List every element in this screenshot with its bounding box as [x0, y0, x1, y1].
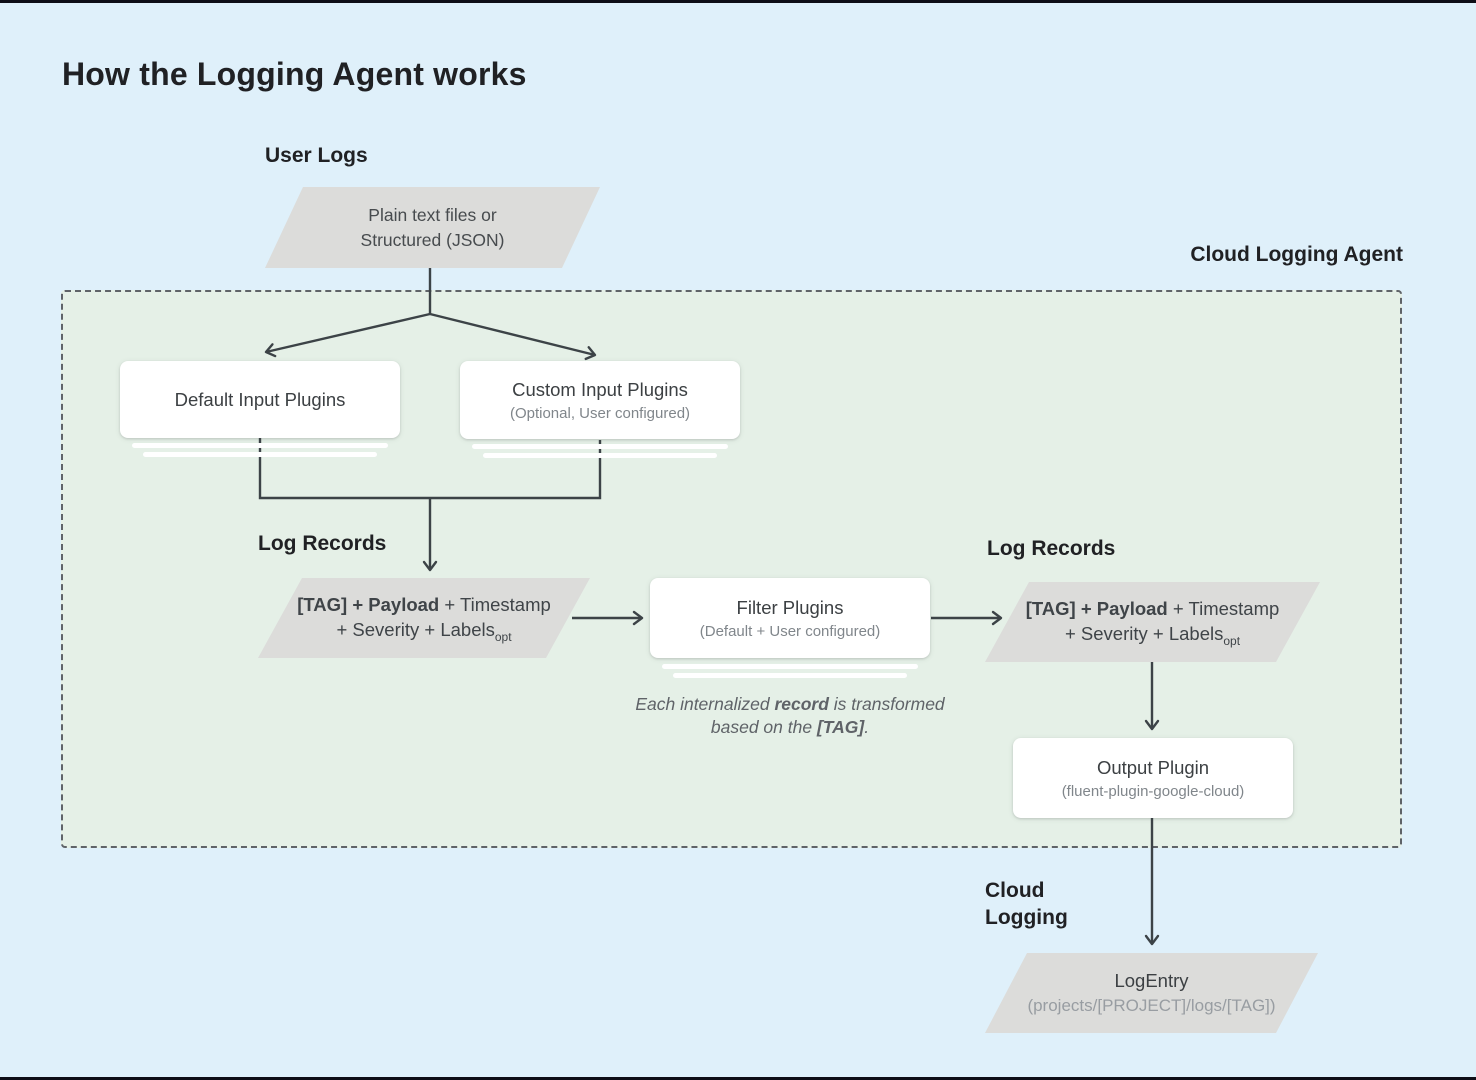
node-log-entry-subtitle: (projects/[PROJECT]/logs/[TAG]) [1027, 996, 1276, 1015]
stack-line [662, 664, 918, 669]
stack-line [673, 673, 907, 678]
log-record-left-line2: + Severity + Labelsopt [336, 617, 511, 645]
node-log-record-right: [TAG] + Payload + Timestamp + Severity +… [985, 582, 1320, 662]
log-record-left-rest: + Timestamp [439, 593, 551, 615]
label-user-logs: User Logs [265, 144, 368, 167]
bottom-edge-bar [0, 1077, 1476, 1080]
node-user-input-line2: Structured (JSON) [360, 229, 505, 250]
note-bold-record: record [774, 694, 829, 714]
node-log-entry-title: LogEntry [1114, 970, 1189, 991]
log-record-left-line2-text: + Severity + Labels [336, 618, 495, 640]
node-filter-subtitle: (Default + User configured) [699, 622, 881, 640]
log-record-right-line2-text: + Severity + Labels [1064, 622, 1224, 644]
log-record-left-subscript: opt [494, 629, 512, 644]
node-custom-input-subtitle: (Optional, User configured) [509, 404, 691, 422]
page-title: How the Logging Agent works [62, 56, 527, 92]
stack-line [483, 453, 717, 458]
note-bold-tag: [TAG] [816, 716, 865, 737]
log-record-right-line2: + Severity + Labelsopt [1065, 621, 1240, 649]
top-edge-bar [0, 0, 1476, 3]
filter-note: Each internalized record is transformed … [625, 693, 955, 738]
node-user-input: Plain text files or Structured (JSON) [265, 187, 600, 268]
note-post: . [864, 716, 870, 737]
node-default-input-title: Default Input Plugins [174, 388, 346, 410]
node-filter-plugins: Filter Plugins (Default + User configure… [650, 578, 930, 658]
node-output-title: Output Plugin [1096, 756, 1210, 778]
label-cloud-logging: Cloud Logging [985, 879, 1068, 929]
note-mid: is transformed based on the [710, 694, 945, 737]
stack-line [132, 443, 388, 448]
node-custom-input-plugins: Custom Input Plugins (Optional, User con… [460, 361, 740, 439]
log-record-left-line1: [TAG] + Payload + Timestamp [297, 592, 551, 617]
log-record-right-line1: [TAG] + Payload + Timestamp [1026, 596, 1280, 621]
node-user-input-line1: Plain text files or [368, 204, 497, 225]
node-output-plugin: Output Plugin (fluent-plugin-google-clou… [1013, 738, 1293, 818]
node-output-subtitle: (fluent-plugin-google-cloud) [1061, 782, 1245, 800]
stack-line [472, 444, 728, 449]
node-filter-title: Filter Plugins [736, 596, 844, 618]
node-log-record-left: [TAG] + Payload + Timestamp + Severity +… [258, 578, 590, 658]
log-record-right-subscript: opt [1223, 633, 1241, 648]
stack-line [143, 452, 377, 457]
log-record-right-bold: [TAG] + Payload [1025, 597, 1168, 619]
node-log-entry: LogEntry (projects/[PROJECT]/logs/[TAG]) [985, 953, 1318, 1033]
log-record-right-rest: + Timestamp [1167, 597, 1280, 619]
label-log-records-left: Log Records [258, 532, 387, 555]
label-cloud-logging-agent: Cloud Logging Agent [1190, 243, 1403, 266]
note-pre: Each internalized [635, 694, 775, 714]
node-default-input-plugins: Default Input Plugins [120, 361, 400, 438]
log-record-left-bold: [TAG] + Payload [297, 593, 440, 615]
label-log-records-right: Log Records [987, 537, 1116, 560]
node-custom-input-title: Custom Input Plugins [512, 378, 688, 400]
